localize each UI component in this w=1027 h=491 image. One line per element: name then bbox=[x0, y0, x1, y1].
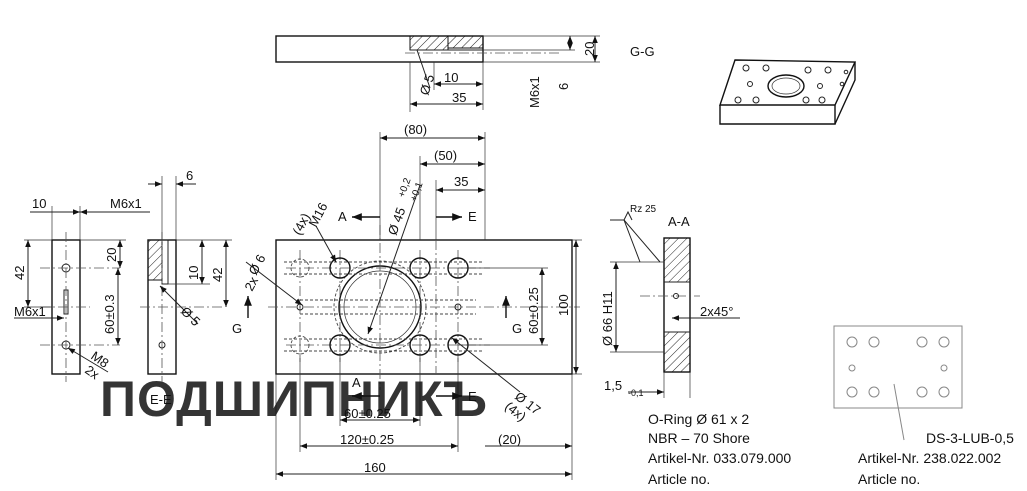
left-m6-dim: M6x1 bbox=[110, 196, 142, 211]
gg-dia5-dim: Ø 5 bbox=[417, 72, 438, 97]
aa-dia66-dim: Ø 66 H11 bbox=[600, 291, 615, 346]
section-a-top: A bbox=[338, 209, 347, 224]
plug-line3: Article no. bbox=[858, 471, 920, 487]
oring-line4: Article no. bbox=[648, 471, 710, 487]
ee-42-dim: 42 bbox=[210, 268, 225, 282]
left-side-view: 10 M6x1 42 20 60±0.3 M6x1 M8 2x bbox=[12, 196, 150, 383]
oring-line2: NBR – 70 Shore bbox=[648, 430, 750, 446]
left-m6b-dim: M6x1 bbox=[14, 304, 46, 319]
section-a-bottom: A bbox=[352, 375, 361, 390]
dim-35-top: 35 bbox=[454, 174, 468, 189]
aa-15-tol: -0,1 bbox=[628, 388, 644, 398]
dim-hole-60-vertical: 60±0.25 bbox=[526, 287, 541, 334]
oring-line3: Artikel-Nr. 033.079.000 bbox=[648, 450, 791, 466]
ee-view-label: E-E bbox=[150, 392, 172, 407]
gg-10-dim: 10 bbox=[444, 70, 458, 85]
left-42-dim: 42 bbox=[12, 266, 27, 280]
aa-rz-dim: Rz 25 bbox=[630, 204, 657, 215]
left-60-dim: 60±0.3 bbox=[102, 294, 117, 334]
isometric-view bbox=[719, 59, 857, 125]
plug-view bbox=[833, 325, 963, 441]
watermark-text: ПОДШИПНИКЪ bbox=[100, 371, 488, 427]
section-g-left: G bbox=[232, 321, 242, 336]
dim-50: (50) bbox=[434, 148, 457, 163]
dim-width-160: 160 bbox=[364, 460, 386, 475]
dim-height-100: 100 bbox=[556, 294, 571, 316]
dim-dia45: Ø 45 bbox=[385, 205, 409, 237]
aa-15-dim: 1,5 bbox=[604, 378, 622, 393]
main-front-view: (80) (50) 35 Ø 45 +0,2 +0,1 M16 (4x) Ø 6… bbox=[232, 122, 582, 480]
section-e-top: E bbox=[468, 209, 477, 224]
plug-info: DS-3-LUB-0,5 Artikel-Nr. 238.022.002 Art… bbox=[858, 430, 1014, 487]
plug-line2: Artikel-Nr. 238.022.002 bbox=[858, 450, 1001, 466]
aa-view-label: A-A bbox=[668, 214, 690, 229]
plug-line1: DS-3-LUB-0,5 bbox=[926, 430, 1014, 446]
ee-6-dim: 6 bbox=[186, 168, 193, 183]
aa-chamfer-dim: 2x45° bbox=[700, 304, 733, 319]
section-gg-view: 20 6 10 35 Ø 5 M6x1 G-G bbox=[275, 35, 655, 112]
gg-thickness-dim: 20 bbox=[582, 42, 597, 56]
section-e-bottom: E bbox=[468, 389, 477, 404]
ee-10-dim: 10 bbox=[186, 266, 201, 280]
left-10-dim: 10 bbox=[32, 196, 46, 211]
left-20-dim: 20 bbox=[104, 248, 119, 262]
oring-line1: O-Ring Ø 61 x 2 bbox=[648, 411, 749, 427]
section-aa-view: Ø 66 H11 Rz 25 2x45° 1,5 -0,1 A-A bbox=[600, 204, 740, 398]
dim-20-right: (20) bbox=[498, 432, 521, 447]
dim-hole-120: 120±0.25 bbox=[340, 432, 394, 447]
gg-step-dim: 6 bbox=[556, 83, 571, 90]
gg-view-label: G-G bbox=[630, 44, 655, 59]
gg-thread-dim: M6x1 bbox=[527, 76, 542, 108]
dim-80: (80) bbox=[404, 122, 427, 137]
oring-info: O-Ring Ø 61 x 2 NBR – 70 Shore Artikel-N… bbox=[648, 411, 791, 487]
gg-35-dim: 35 bbox=[452, 90, 466, 105]
dim-hole-60-horizontal: 60±0.25 bbox=[344, 406, 391, 421]
section-ee-view: 6 10 42 Ø 5 E-E bbox=[140, 168, 232, 407]
dim-dia6: Ø 6 bbox=[245, 252, 268, 278]
section-g-right: G bbox=[512, 321, 522, 336]
